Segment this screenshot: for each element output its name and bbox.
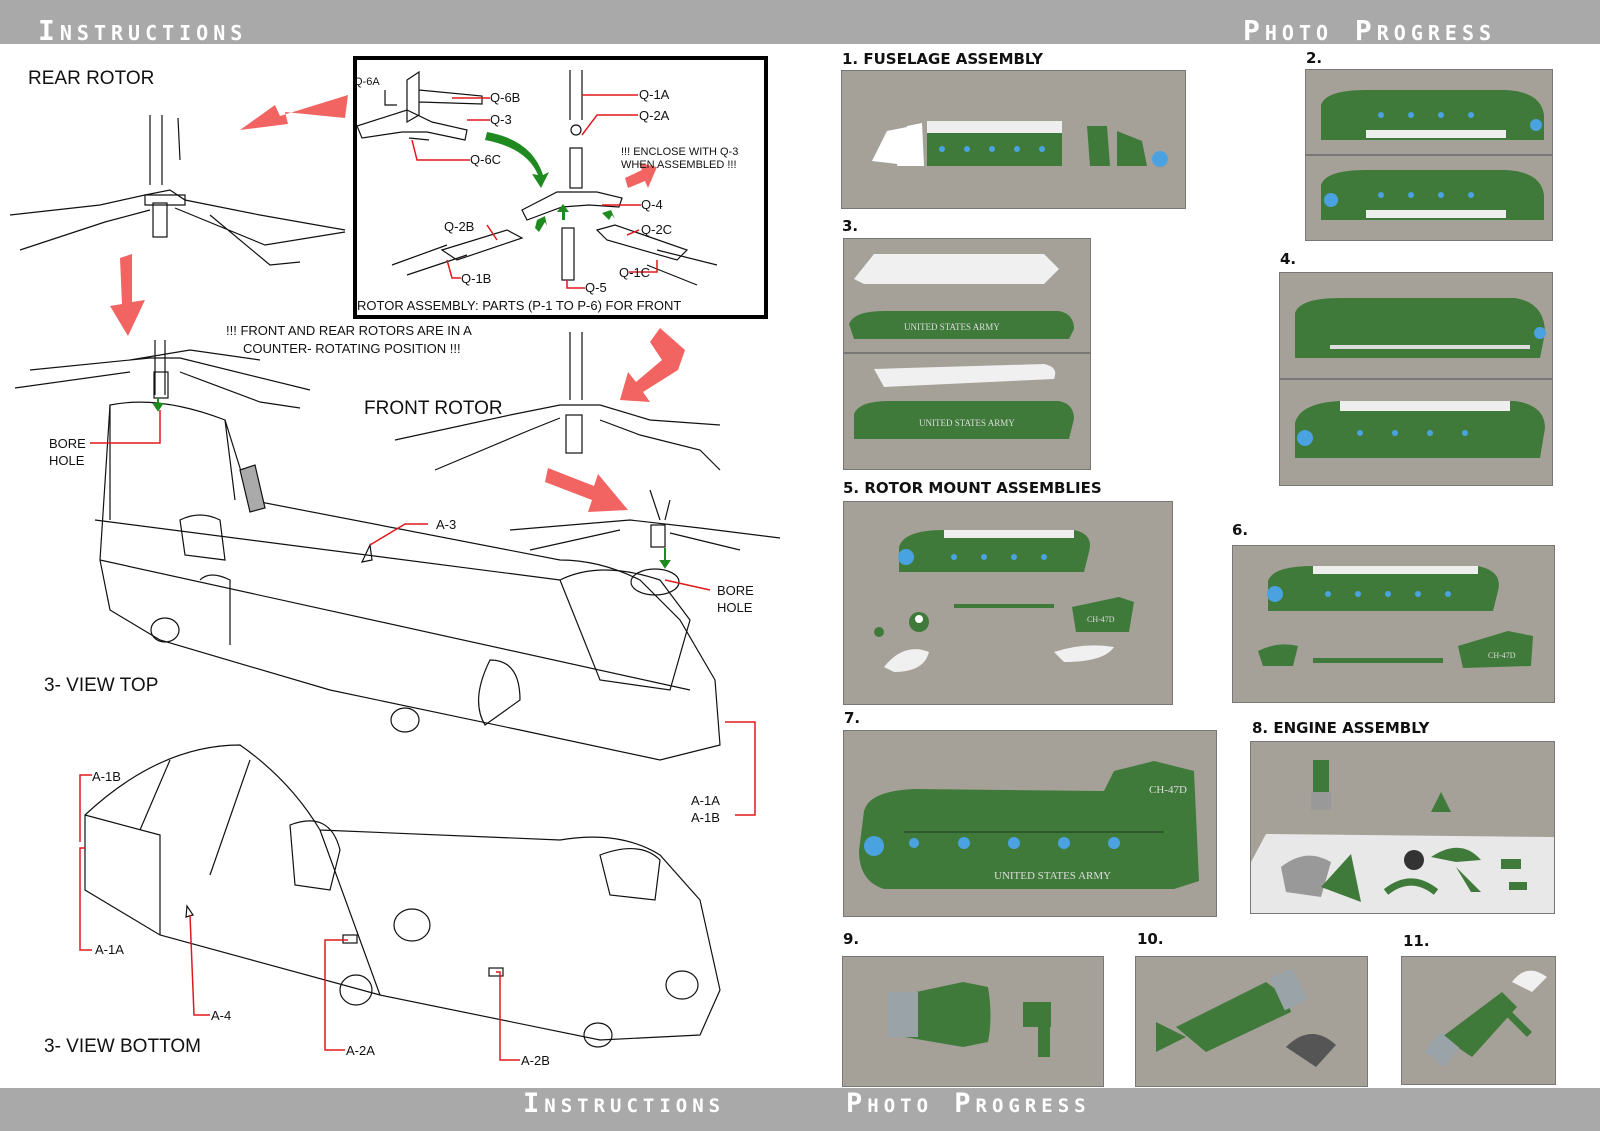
view-bottom-label: 3- VIEW BOTTOM <box>44 1036 201 1057</box>
photo-11 <box>1401 956 1556 1085</box>
inset-q2c-label: Q-2C <box>641 222 673 237</box>
photo-7-caption: 7. <box>844 709 861 727</box>
footer-instructions-title: Instructions <box>523 1088 726 1119</box>
photo-6: CH-47D <box>1232 545 1555 703</box>
inset-q4-label: Q-4 <box>641 197 663 212</box>
photo-5-ch47d-text: CH-47D <box>1087 615 1115 624</box>
header-band <box>0 0 1600 44</box>
photo-3-usa-text-1: UNITED STATES ARMY <box>904 322 1000 332</box>
photo-10-caption: 10. <box>1137 930 1164 948</box>
photo-5-caption: 5. ROTOR MOUNT ASSEMBLIES <box>843 479 1102 497</box>
photo-4 <box>1279 272 1553 486</box>
photo-1-fuselage-assembly <box>841 70 1186 209</box>
photo-2 <box>1305 69 1553 241</box>
part-a1a-label: A-1A <box>95 942 124 957</box>
inset-enclose-note-1: !!! ENCLOSE WITH Q-3 <box>621 146 739 158</box>
photo-8-caption: 8. ENGINE ASSEMBLY <box>1252 719 1430 737</box>
part-a2a-label: A-2A <box>346 1043 375 1058</box>
bore-hole-right-label-2: HOLE <box>717 600 753 615</box>
part-a1b-right-label: A-1B <box>691 810 720 825</box>
part-a1a-right-label: A-1A <box>691 793 720 808</box>
photo-7-usa-text: UNITED STATES ARMY <box>994 870 1111 882</box>
bore-hole-right-label-1: BORE <box>717 583 754 598</box>
counter-rotating-note-2: COUNTER- ROTATING POSITION !!! <box>243 341 461 356</box>
inset-q2a-label: Q-2A <box>639 108 670 123</box>
counter-rotating-note-1: !!! FRONT AND REAR ROTORS ARE IN A <box>226 323 472 338</box>
photo-6-caption: 6. <box>1232 521 1249 539</box>
inset-q6c-label: Q-6C <box>470 152 502 167</box>
rotor-assembly-drawing <box>357 70 718 289</box>
photo-3-usa-text-2: UNITED STATES ARMY <box>919 418 1015 428</box>
part-a2b-label: A-2B <box>521 1053 550 1068</box>
inset-q1a-label: Q-1A <box>639 87 670 102</box>
photo-1-caption: 1. FUSELAGE ASSEMBLY <box>842 50 1044 68</box>
photo-5-rotor-mount-assemblies: CH-47D <box>843 501 1173 705</box>
rear-rotor-label: REAR ROTOR <box>28 68 155 89</box>
photo-7: CH-47D UNITED STATES ARMY <box>843 730 1217 917</box>
photo-11-caption: 11. <box>1403 932 1430 950</box>
inset-q1b-label: Q-1B <box>461 271 492 286</box>
inset-q2b-label: Q-2B <box>444 219 475 234</box>
footer-photo-progress-title: Photo Progress <box>846 1088 1091 1119</box>
bore-hole-left-label-2: HOLE <box>49 453 85 468</box>
inset-q5-label: Q-5 <box>585 280 607 295</box>
inset-q1c-label: Q-1C <box>619 265 651 280</box>
header-instructions-title: Instructions <box>38 14 248 47</box>
photo-9 <box>842 956 1104 1087</box>
inset-q6b-label: Q-6B <box>490 90 521 105</box>
rotor-assembly-inset: Q-6A Q-6B Q-3 Q-6C Q-1A Q-2A !!! ENCLOSE… <box>353 56 768 319</box>
part-a4-label: A-4 <box>211 1008 232 1023</box>
part-a3-label: A-3 <box>436 517 457 532</box>
inset-caption: ROTOR ASSEMBLY: PARTS (P-1 TO P-6) FOR F… <box>357 298 682 313</box>
photo-2-caption: 2. <box>1306 49 1323 67</box>
photo-6-ch47d-text: CH-47D <box>1488 651 1516 660</box>
view-top-label: 3- VIEW TOP <box>44 675 159 696</box>
photo-9-caption: 9. <box>843 930 860 948</box>
part-a1b-label: A-1B <box>92 769 121 784</box>
bore-hole-left-label-1: BORE <box>49 436 86 451</box>
photo-7-ch47d-text: CH-47D <box>1149 784 1187 796</box>
photo-10 <box>1135 956 1368 1087</box>
footer-band <box>0 1088 1600 1131</box>
photo-3: UNITED STATES ARMY UNITED STATES ARMY <box>843 238 1091 470</box>
header-photo-progress-title: Photo Progress <box>1243 14 1497 47</box>
assembly-line-drawing <box>9 95 781 1061</box>
photo-4-caption: 4. <box>1280 250 1297 268</box>
photo-3-caption: 3. <box>842 217 859 235</box>
inset-q6a-label: Q-6A <box>354 76 380 88</box>
front-rotor-label: FRONT ROTOR <box>364 398 503 419</box>
inset-q3-label: Q-3 <box>490 112 512 127</box>
photo-8-engine-assembly <box>1250 741 1555 914</box>
inset-enclose-note-2: WHEN ASSEMBLED !!! <box>621 159 737 171</box>
